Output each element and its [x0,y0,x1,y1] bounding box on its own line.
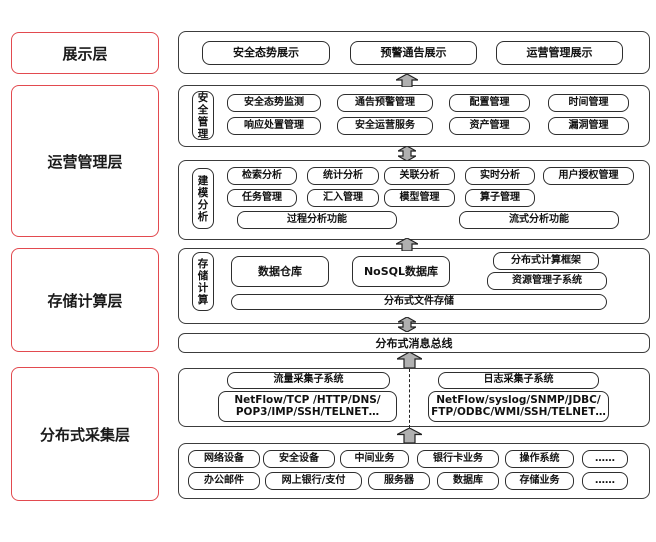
asset-mgmt-button: 资产管理 [449,117,530,135]
layer-operations: 运营管理层 [11,85,159,237]
alert-notice-display-button: 预警通告展示 [350,41,477,65]
resource-mgmt-subsystem-button: 资源管理子系统 [487,272,607,290]
nosql-database-button: NoSQL数据库 [352,256,450,287]
process-analysis-function-button: 过程分析功能 [237,211,397,229]
statistical-analysis-button: 统计分析 [307,167,379,185]
vulnerability-mgmt-button: 漏洞管理 [548,117,629,135]
operating-system-button: 操作系统 [505,450,574,468]
time-mgmt-button: 时间管理 [548,94,629,112]
layer-storage: 存储计算层 [11,248,159,352]
layer-presentation: 展示层 [11,32,159,74]
realtime-analysis-button: 实时分析 [465,167,535,185]
distributed-file-storage-bar: 分布式文件存储 [231,294,607,310]
security-devices-button: 安全设备 [263,450,335,468]
collection-divider-dashed-line [409,369,410,428]
intermediate-business-button: 中间业务 [340,450,409,468]
bank-card-business-button: 银行卡业务 [417,450,499,468]
response-disposal-mgmt-button: 响应处置管理 [227,117,321,135]
servers-button: 服务器 [368,472,430,490]
arrow-up-icon [397,428,422,443]
layer-presentation-label: 展示层 [62,44,108,63]
message-bus-label: 分布式消息总线 [375,337,453,350]
config-mgmt-button: 配置管理 [449,94,530,112]
online-banking-payment-button: 网上银行/支付 [265,472,362,490]
layer-collection-label: 分布式采集层 [39,425,130,444]
log-protocols-box: NetFlow/syslog/SNMP/JDBC/ FTP/ODBC/WMI/S… [428,391,609,422]
import-mgmt-button: 汇入管理 [307,189,379,207]
data-warehouse-button: 数据仓库 [231,256,329,287]
arrow-up-icon [396,238,418,251]
storage-business-button: 存储业务 [505,472,574,490]
traffic-collection-subsystem-button: 流量采集子系统 [227,372,390,389]
security-mgmt-vertical-label-text: 安全管理 [197,91,209,140]
layer-collection: 分布式采集层 [11,367,159,501]
message-bus-bar: 分布式消息总线 [178,333,650,353]
arrow-up-icon [396,74,418,87]
storage-compute-vertical-label: 存储计算 [192,252,214,311]
ellipsis-row2-button: …… [582,472,628,490]
correlation-analysis-button: 关联分析 [384,167,455,185]
operator-mgmt-button: 算子管理 [465,189,535,207]
network-devices-button: 网络设备 [188,450,260,468]
layer-operations-label: 运营管理层 [47,152,123,171]
log-collection-subsystem-button: 日志采集子系统 [438,372,599,389]
security-posture-monitor-button: 安全态势监测 [227,94,321,112]
arrow-up-down-icon [398,317,416,332]
security-mgmt-vertical-label: 安全管理 [192,91,214,140]
user-authorization-mgmt-button: 用户授权管理 [543,167,634,185]
search-analysis-button: 检索分析 [227,167,297,185]
storage-compute-vertical-label-text: 存储计算 [197,257,209,306]
modeling-vertical-label-text: 建模分析 [197,174,209,223]
distributed-computing-framework-button: 分布式计算框架 [493,252,599,270]
layer-storage-label: 存储计算层 [47,291,123,310]
security-posture-display-button: 安全态势展示 [202,41,330,65]
arrow-up-icon [397,352,422,368]
security-operation-service-button: 安全运营服务 [337,117,433,135]
traffic-protocols-box: NetFlow/TCP /HTTP/DNS/ POP3/IMP/SSH/TELN… [218,391,397,422]
operation-mgmt-display-button: 运营管理展示 [496,41,623,65]
database-button: 数据库 [437,472,499,490]
stream-analysis-function-button: 流式分析功能 [459,211,619,229]
model-mgmt-button: 模型管理 [384,189,455,207]
task-mgmt-button: 任务管理 [227,189,297,207]
modeling-vertical-label: 建模分析 [192,168,214,229]
arrow-up-down-icon [398,146,416,161]
notice-alert-mgmt-button: 通告预警管理 [337,94,433,112]
office-email-button: 办公邮件 [188,472,260,490]
ellipsis-row1-button: …… [582,450,628,468]
